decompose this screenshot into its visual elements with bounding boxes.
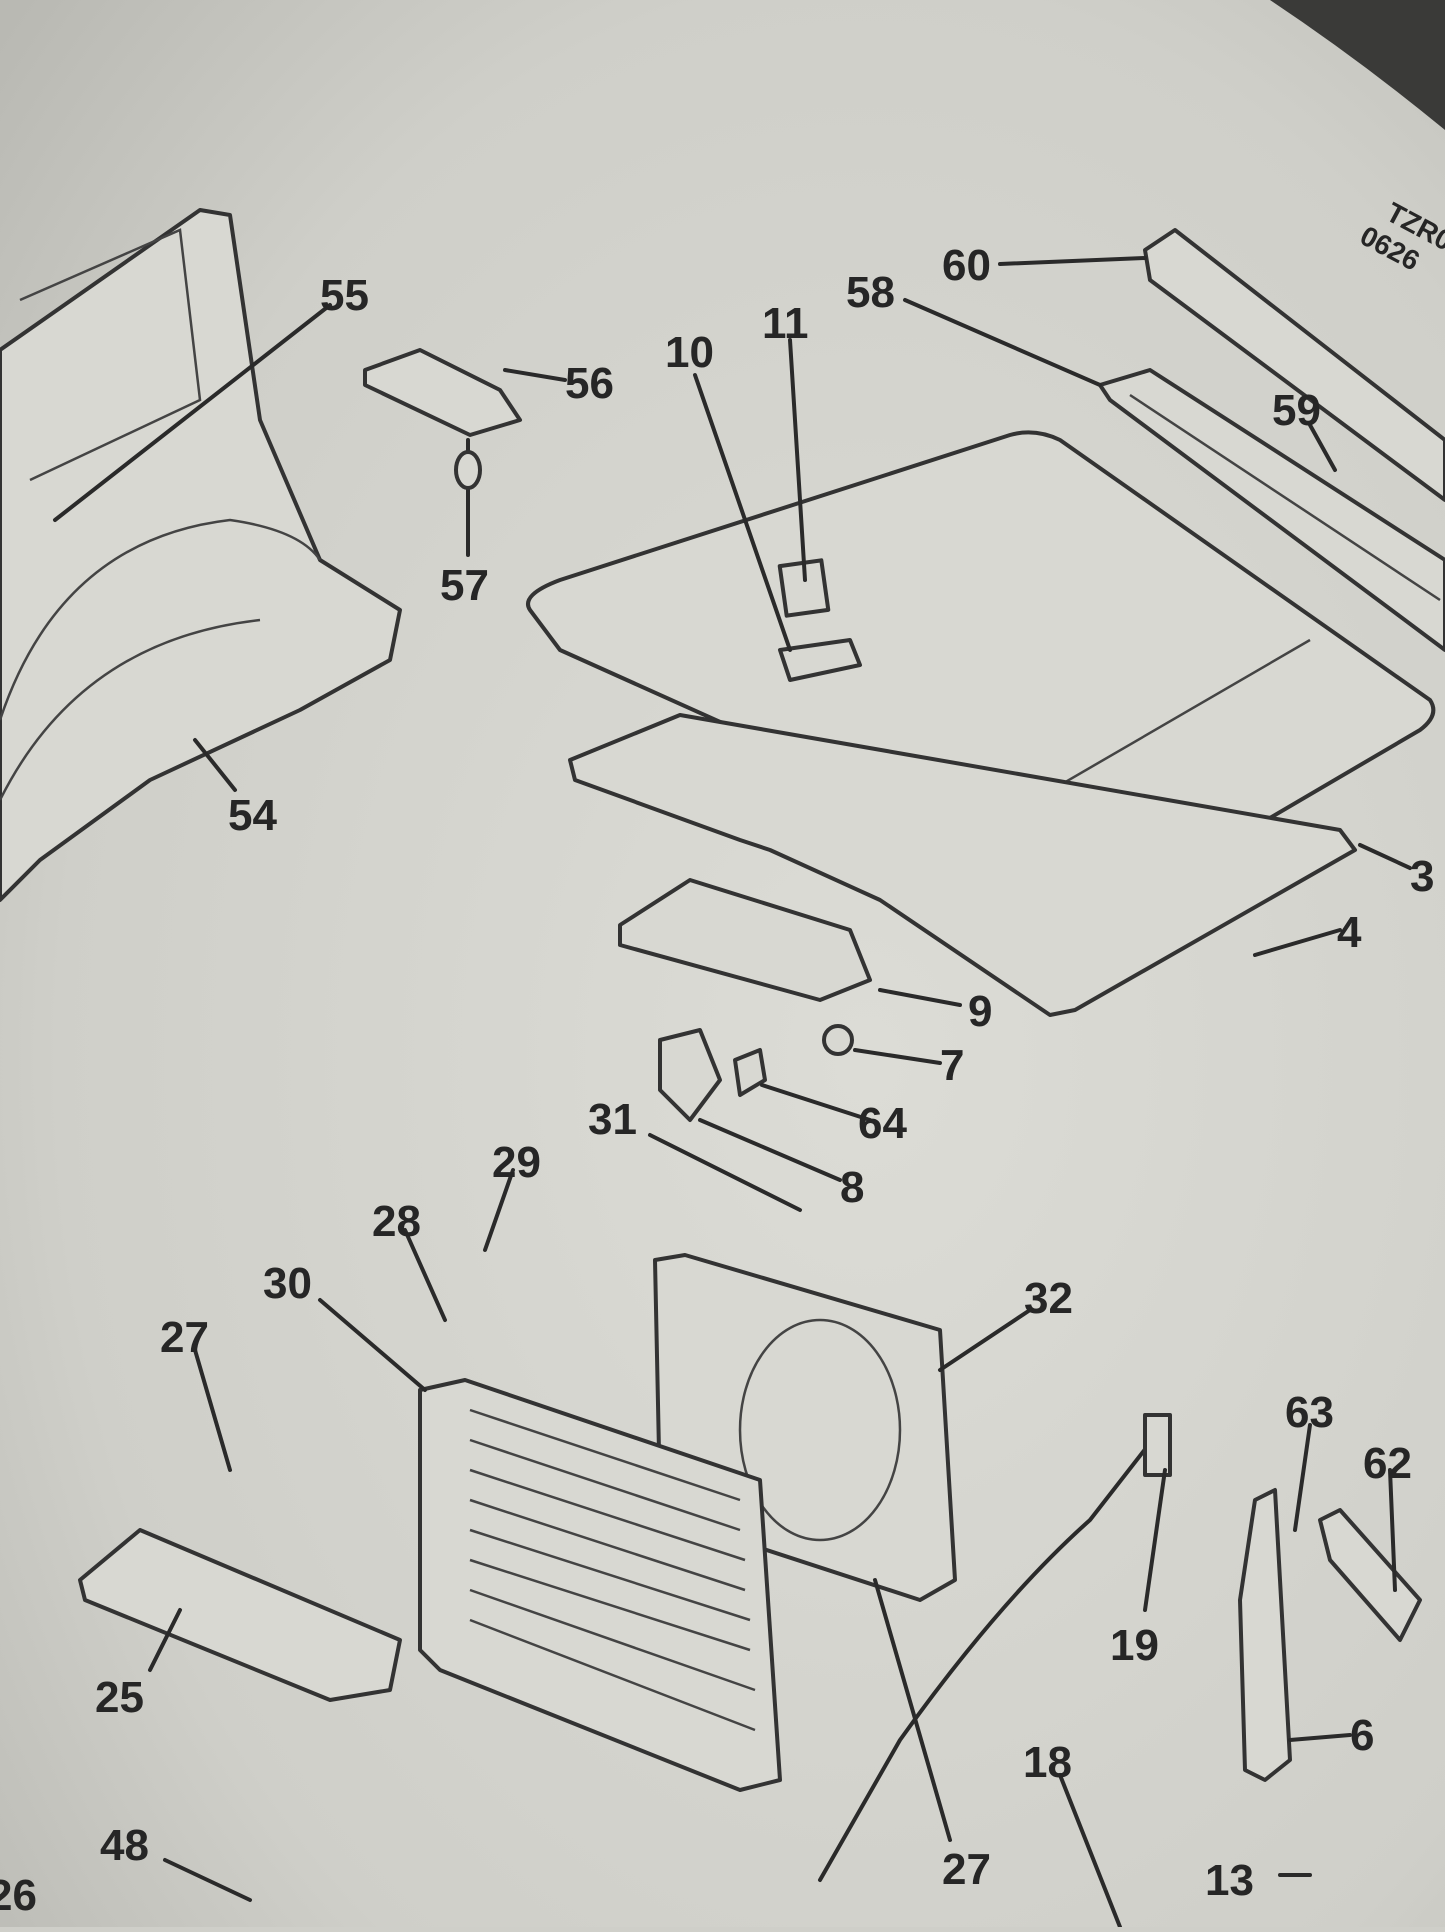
cowl-panel-part [1098, 228, 1445, 652]
callout-label: 56 [565, 359, 614, 408]
callout-label: 59 [1272, 386, 1321, 435]
page-edge-shadow [1270, 0, 1445, 130]
callout-label: 27 [160, 1313, 209, 1362]
lower-baffle-part [78, 1528, 402, 1702]
callout-label: 62 [1363, 1439, 1412, 1488]
callout-label: 54 [228, 791, 277, 840]
callout-label: 29 [492, 1138, 541, 1187]
callout-label: 32 [1024, 1274, 1073, 1323]
callout-label: 13 [1205, 1856, 1254, 1905]
callout-label: 31 [588, 1095, 637, 1144]
radiator-part [418, 1378, 782, 1792]
callout-label: 64 [858, 1099, 907, 1148]
callout-label: 60 [942, 241, 991, 290]
callout-label: 8 [840, 1163, 864, 1212]
hood-latch-part [777, 558, 862, 682]
callout-label: 3 [1410, 852, 1434, 901]
release-cable-part [818, 1428, 1162, 1882]
callout-label: 58 [846, 268, 895, 317]
callout-label: 19 [1110, 1621, 1159, 1670]
callout-label: 10 [665, 328, 714, 377]
callout-label: 18 [1023, 1738, 1072, 1787]
hood-hinge-part [1238, 1488, 1292, 1782]
callout-label: 4 [1337, 908, 1362, 957]
callout-label: 6 [1350, 1711, 1374, 1760]
callout-label: 30 [263, 1259, 312, 1308]
callout-label: 57 [440, 561, 489, 610]
callout-label: 25 [95, 1673, 144, 1722]
callout-label: 27 [942, 1845, 991, 1894]
inner-fender-part [0, 208, 402, 902]
callout-label: 63 [1285, 1388, 1334, 1437]
callout-label: 28 [372, 1197, 421, 1246]
callout-label: 55 [320, 271, 369, 320]
callout-label: 48 [100, 1821, 149, 1870]
cable-handle-part [1143, 1413, 1172, 1477]
callout-label: 7 [940, 1041, 964, 1090]
callout-label: 11 [762, 299, 809, 348]
callout-label: 9 [968, 987, 992, 1036]
latch-support-part [618, 878, 872, 1122]
callout-label: 26 [0, 1871, 37, 1920]
hinge-spring-part [1318, 1508, 1422, 1642]
callout-labels: 55 56 57 54 60 58 11 10 59 3 4 9 7 64 31… [0, 241, 1434, 1920]
leader-lines [53, 256, 1412, 1929]
